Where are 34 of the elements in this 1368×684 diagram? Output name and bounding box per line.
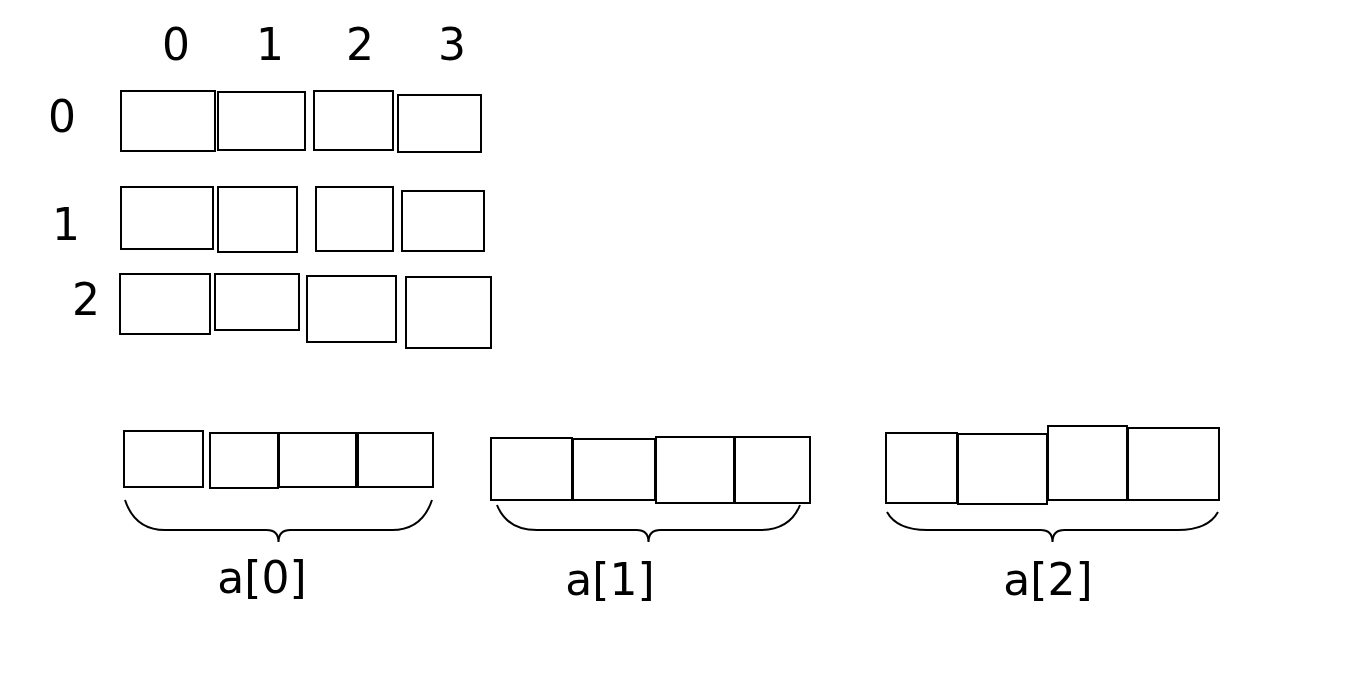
array-name: a[0]: [217, 553, 307, 603]
array-cell: [315, 186, 394, 252]
column-index: 1: [256, 20, 284, 70]
array-cell: [1047, 425, 1128, 501]
array-cell: [655, 436, 735, 504]
array-cell: [278, 432, 357, 488]
array-cell: [217, 186, 298, 253]
column-index: 3: [438, 20, 466, 70]
column-index: 0: [162, 20, 190, 70]
row-index: 2: [72, 275, 100, 325]
array-cell: [313, 90, 394, 151]
array-name: a[1]: [565, 555, 655, 605]
array-cell: [1127, 427, 1220, 501]
array-cell: [405, 276, 492, 349]
array-name: a[2]: [1003, 555, 1093, 605]
array-cell: [217, 91, 306, 151]
row-index: 1: [52, 200, 80, 250]
array-cell: [490, 437, 573, 501]
array-cell: [957, 433, 1048, 505]
column-index: 2: [346, 20, 374, 70]
array-cell: [357, 432, 434, 488]
array-cell: [120, 90, 216, 152]
array-cell: [214, 273, 300, 331]
array-cell: [401, 190, 485, 252]
array-cell: [119, 273, 211, 335]
array-cell: [734, 436, 811, 504]
array-cell: [120, 186, 214, 250]
array-cell: [123, 430, 204, 488]
array-cell: [572, 438, 656, 501]
row-index: 0: [48, 92, 76, 142]
array-cell: [885, 432, 958, 504]
array-cell: [209, 432, 279, 489]
array-cell: [306, 275, 397, 343]
array-cell: [397, 94, 482, 153]
